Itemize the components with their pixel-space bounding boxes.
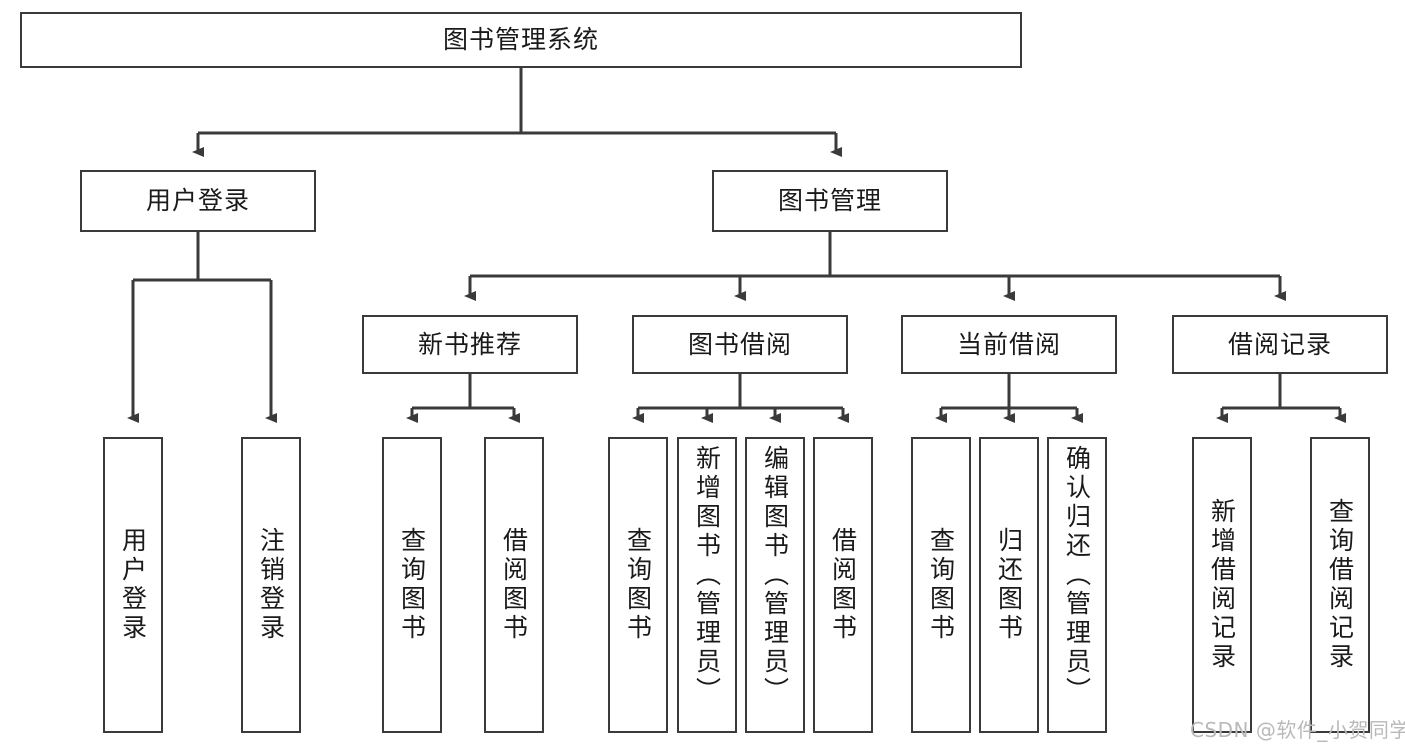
leaf-current-borrow-confirm-return-admin[interactable]: 确认归还（管理员） — [1047, 437, 1107, 733]
leaf-borrow-record-add-record[interactable]: 新增借阅记录 — [1192, 437, 1252, 733]
leaf-user-login-logout[interactable]: 注销登录 — [241, 437, 301, 733]
leaf-book-borrow-query-book[interactable]: 查询图书 — [608, 437, 668, 733]
leaf-book-borrow-add-book-admin[interactable]: 新增图书（管理员） — [677, 437, 737, 733]
node-label: 图书管理系统 — [442, 25, 599, 54]
node-label: 借阅记录 — [1227, 329, 1332, 359]
leaf-current-borrow-return-book[interactable]: 归还图书 — [979, 437, 1039, 733]
leaf-new-book-borrow-book[interactable]: 借阅图书 — [484, 437, 544, 733]
node-root-book-management-system[interactable]: 图书管理系统 — [20, 12, 1022, 68]
node-label: 借阅图书 — [828, 527, 858, 643]
node-user-login[interactable]: 用户登录 — [80, 170, 316, 232]
leaf-borrow-record-query-record[interactable]: 查询借阅记录 — [1310, 437, 1370, 733]
node-label: 当前借阅 — [956, 329, 1061, 359]
leaf-book-borrow-edit-book-admin[interactable]: 编辑图书（管理员） — [745, 437, 805, 733]
node-label: 借阅图书 — [499, 527, 529, 643]
node-label: 查询借阅记录 — [1325, 498, 1355, 672]
node-current-borrow[interactable]: 当前借阅 — [901, 315, 1117, 374]
csdn-watermark: CSDN @软件_小贺同学 — [1190, 718, 1405, 742]
node-label: 查询图书 — [397, 527, 427, 643]
node-label: 用户登录 — [118, 527, 148, 643]
leaf-user-login-login[interactable]: 用户登录 — [103, 437, 163, 733]
node-book-management[interactable]: 图书管理 — [712, 170, 948, 232]
node-label: 用户登录 — [145, 186, 250, 215]
leaf-new-book-query-book[interactable]: 查询图书 — [382, 437, 442, 733]
node-label: 新增借阅记录 — [1207, 498, 1237, 672]
node-book-borrow[interactable]: 图书借阅 — [632, 315, 848, 374]
leaf-book-borrow-borrow-book[interactable]: 借阅图书 — [813, 437, 873, 733]
leaf-current-borrow-query-book[interactable]: 查询图书 — [911, 437, 971, 733]
node-label: 确认归还（管理员） — [1062, 445, 1092, 706]
node-label: 图书借阅 — [687, 329, 792, 359]
node-label: 新增图书（管理员） — [692, 445, 722, 706]
node-label: 新书推荐 — [417, 329, 522, 359]
node-label: 归还图书 — [994, 527, 1024, 643]
node-label: 注销登录 — [256, 527, 286, 643]
node-label: 查询图书 — [623, 527, 653, 643]
node-new-book-recommend[interactable]: 新书推荐 — [362, 315, 578, 374]
node-borrow-record[interactable]: 借阅记录 — [1172, 315, 1388, 374]
node-label: 图书管理 — [777, 186, 882, 215]
node-label: 查询图书 — [926, 527, 956, 643]
node-label: 编辑图书（管理员） — [760, 445, 790, 706]
